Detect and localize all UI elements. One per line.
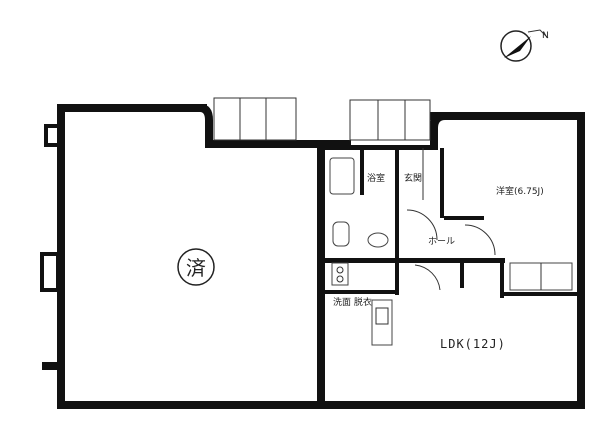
outer-walls xyxy=(40,104,585,409)
compass-label: N xyxy=(542,31,549,41)
kitchen-counter xyxy=(371,299,393,346)
balcony-railing xyxy=(213,97,431,141)
interior-walls xyxy=(325,145,577,298)
toilet-icon xyxy=(332,221,350,247)
room-label-entrance: 玄関 xyxy=(404,172,422,184)
compass-icon: N xyxy=(500,29,549,62)
stamp-text: 済 xyxy=(186,256,206,280)
sink-icon xyxy=(367,232,389,248)
bathtub-icon xyxy=(329,157,355,195)
room-label-bath: 浴室 xyxy=(367,172,385,184)
room-label-western: 洋室(6.75J) xyxy=(496,185,544,197)
room-label-washroom: 洗面 脱衣 xyxy=(333,296,372,308)
room-label-hall: ホール xyxy=(428,236,455,247)
sold-stamp: 済 xyxy=(177,248,215,286)
fixtures xyxy=(329,148,573,346)
room-label-ldk: LDK(12J) xyxy=(440,337,506,351)
stove-icon xyxy=(331,262,349,286)
